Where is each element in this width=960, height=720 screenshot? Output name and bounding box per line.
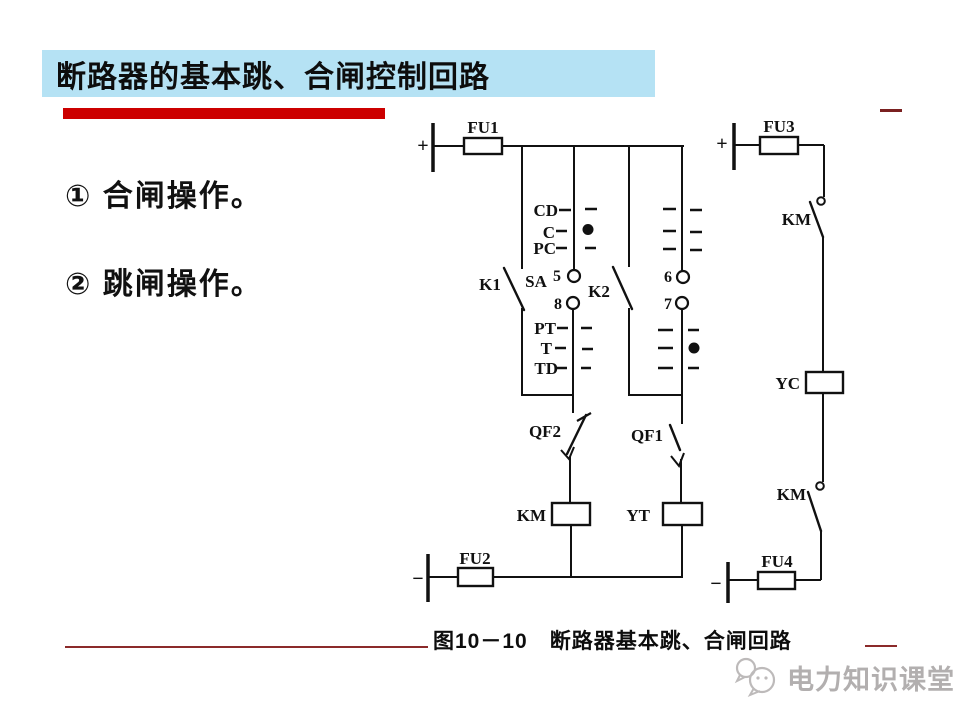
terminal-6-label: 6: [664, 269, 672, 286]
row-c-label: C: [543, 223, 555, 242]
row-t-label: T: [541, 339, 553, 358]
relay-k2-label: K2: [588, 282, 610, 301]
terminal-6-circle: [675, 269, 691, 285]
coil-km-label: KM: [517, 506, 546, 525]
coil-yc-label: YC: [775, 374, 800, 393]
polarity-minus-left: −: [412, 568, 423, 590]
coil-km-symbol: [550, 501, 592, 527]
fuse-fu1-symbol: [462, 136, 504, 156]
terminal-8-circle: [565, 295, 581, 311]
fuse-fu3-label: FU3: [763, 117, 794, 136]
polarity-plus-right: +: [716, 133, 727, 155]
chat-bubbles-logo-icon: [734, 657, 776, 697]
fuse-fu3-symbol: [758, 135, 800, 156]
control-circuit-wires: [428, 145, 684, 578]
coil-yc-symbol: [804, 370, 845, 395]
contact-km-lower-label: KM: [777, 485, 806, 504]
terminal-7-circle: [674, 295, 690, 311]
page-title: 断路器的基本跳、合闸控制回路: [56, 60, 490, 94]
km-lower-hook: [815, 481, 825, 491]
row-cd-label: CD: [533, 201, 558, 220]
figure-caption: 图10－10 断路器基本跳、合闸回路: [433, 630, 792, 653]
relay-k1-label: K1: [479, 275, 501, 294]
contact-chevrons: [560, 446, 685, 468]
title-bar: 断路器的基本跳、合闸控制回路: [42, 50, 655, 97]
coil-yt-label: YT: [626, 506, 650, 525]
right-top-red-dash: [880, 109, 902, 112]
circuit-diagram: + FU1 − FU2 + FU3 − FU4 K1 SA K2 5 8 6 7…: [412, 117, 845, 603]
terminal-5-circle: [566, 268, 582, 284]
fuse-fu2-symbol: [456, 566, 495, 588]
coil-yt-symbol: [661, 501, 704, 527]
terminal-8-label: 8: [554, 296, 562, 313]
terminal-5-label: 5: [553, 268, 561, 285]
bullet-trip-operation: ② 跳闸操作。: [65, 268, 263, 301]
bottom-divider-line: [65, 646, 428, 648]
terminal-7-label: 7: [664, 296, 672, 313]
switch-position-dashes: [555, 207, 702, 370]
watermark: 电力知识课堂: [733, 655, 955, 699]
title-underline-bar: [63, 108, 385, 119]
fuse-fu2-label: FU2: [459, 549, 490, 568]
contact-blades: [502, 200, 825, 533]
contact-km-upper-label: KM: [782, 210, 811, 229]
row-pc-label: PC: [533, 239, 556, 258]
km-upper-hook: [816, 196, 826, 206]
contact-qf1-label: QF1: [631, 426, 663, 445]
fuse-fu4-label: FU4: [761, 552, 793, 571]
watermark-text: 电力知识课堂: [787, 664, 955, 695]
row-td-label: TD: [534, 359, 558, 378]
closing-circuit-wires: [728, 144, 825, 581]
switch-sa-label: SA: [525, 272, 547, 291]
bullet-close-operation: ① 合闸操作。: [65, 180, 263, 213]
contact-qf2-label: QF2: [529, 422, 561, 441]
closed-contact-dot-trip: [688, 342, 700, 354]
qf2-contact-tick: [576, 412, 592, 422]
right-bottom-red-dash: [865, 645, 897, 647]
fuse-fu1-label: FU1: [467, 118, 498, 137]
polarity-minus-right: −: [710, 573, 721, 595]
fuse-fu4-symbol: [756, 570, 797, 591]
polarity-plus-left: +: [417, 135, 428, 157]
row-pt-label: PT: [534, 319, 556, 338]
bus-bars: [426, 123, 736, 603]
closed-contact-dot-close: [582, 224, 594, 235]
